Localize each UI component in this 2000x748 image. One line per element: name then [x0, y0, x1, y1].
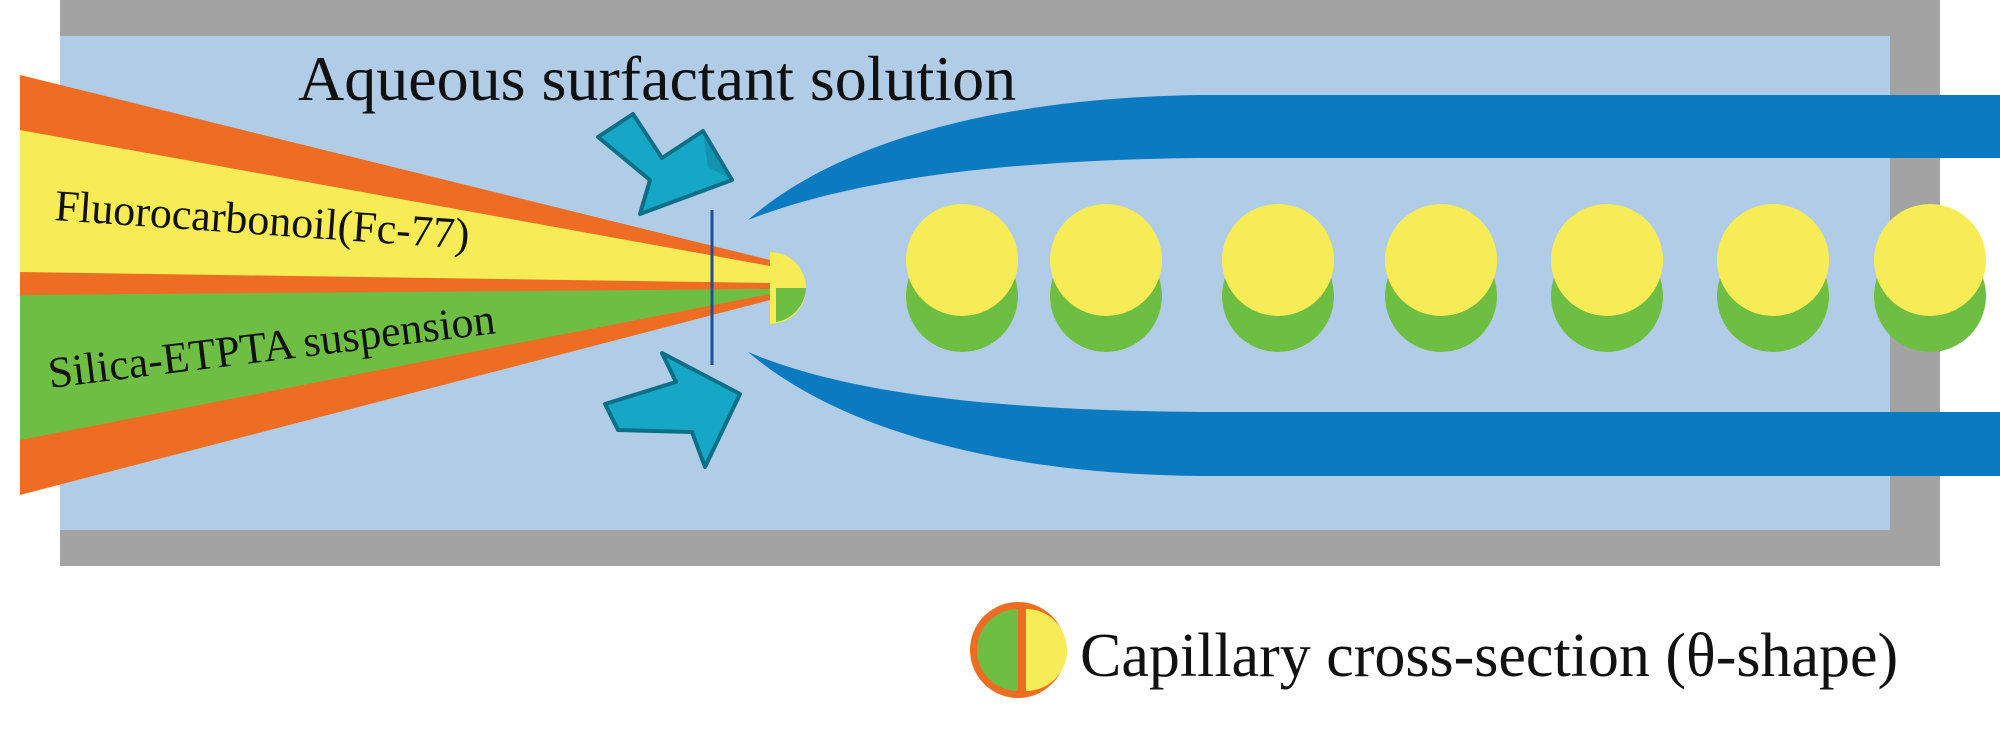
janus-droplet: [1222, 204, 1334, 352]
inflow-arrow-top: [596, 112, 734, 216]
collection-tube-bottom-wall: [748, 352, 2000, 476]
fluorocarbon-phase: [20, 130, 770, 283]
janus-droplet-forming: [770, 252, 806, 324]
janus-droplet: [1385, 204, 1497, 352]
outer-capillary-top-wall: [60, 0, 1940, 40]
janus-droplet: [1050, 204, 1162, 352]
silica-etpta-phase: [20, 289, 770, 440]
inflow-arrow-bottom: [603, 351, 742, 469]
aqueous-solution-label: Aqueous surfactant solution: [298, 43, 1016, 114]
collection-tube-top-wall: [748, 95, 2000, 220]
cross-section-caption: Capillary cross-section (θ-shape): [1080, 622, 1898, 690]
cross-section-icon: [970, 602, 1067, 698]
janus-droplet: [1551, 204, 1663, 352]
outer-capillary-bottom-wall: [60, 528, 1940, 566]
janus-droplet: [906, 204, 1018, 352]
janus-droplet: [1874, 204, 1986, 352]
janus-droplet: [1717, 204, 1829, 352]
